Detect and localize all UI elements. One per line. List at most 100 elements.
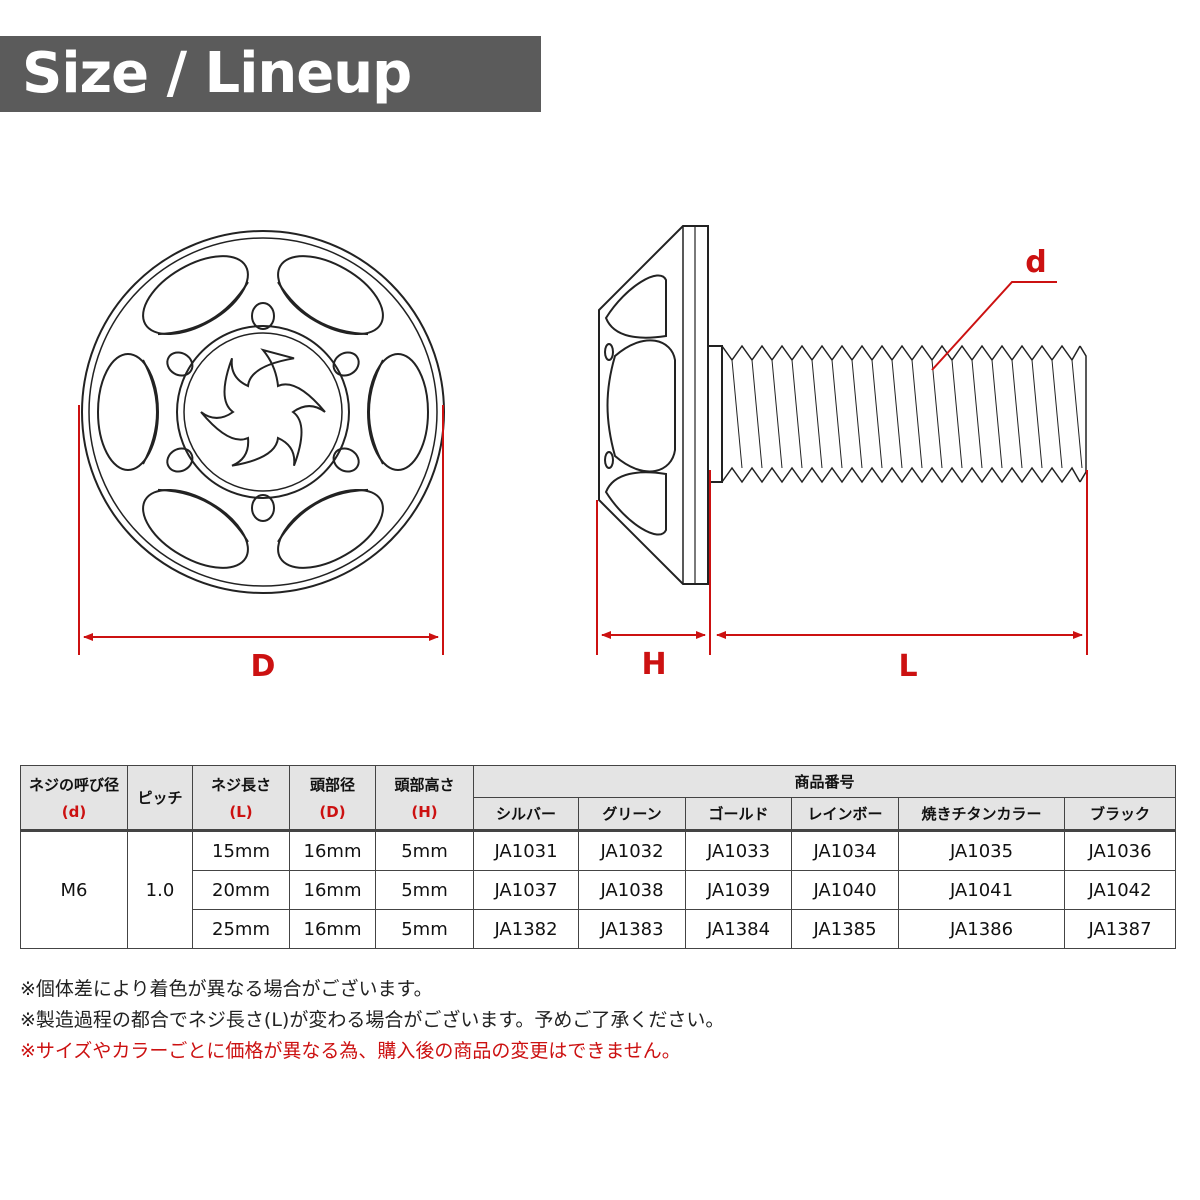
head-profile (598, 225, 709, 585)
dim-label-D: D (251, 649, 276, 684)
title-bar: Size / Lineup (0, 36, 541, 112)
thread-line (851, 359, 863, 469)
notes: ※個体差により着色が異なる場合がございます。 ※製造過程の都合でネジ長さ(L)が… (20, 974, 724, 1067)
dimension-D (78, 405, 444, 655)
header-length-name: ネジ長さ (210, 776, 271, 794)
thread-profile (721, 344, 1087, 484)
code-cell: JA1034 (791, 829, 899, 871)
color-header: シルバー (473, 797, 579, 831)
small-hole (332, 351, 360, 377)
header-pitch: ピッチ (127, 765, 193, 831)
code-cell: JA1040 (791, 870, 899, 910)
code-cell: JA1037 (473, 870, 579, 910)
bolt-head-top-view (81, 230, 445, 594)
color-header: グリーン (578, 797, 686, 831)
shank-neck (708, 345, 723, 483)
color-header: 焼きチタンカラー (898, 797, 1065, 831)
thread-line (891, 359, 903, 469)
dim-label-H: H (641, 647, 666, 682)
thread-bottom-edge (721, 466, 1081, 484)
length-cell: 15mm (192, 829, 290, 871)
petal-cutout (367, 353, 429, 471)
header-head-height-symbol: (H) (411, 803, 438, 821)
head-outer-circle (81, 230, 445, 594)
thread-line (931, 359, 943, 469)
thread-cell: M6 (20, 829, 128, 949)
thread-line (871, 359, 883, 469)
head-side-cutout (604, 274, 667, 339)
header-head-height: 頭部高さ (H) (375, 765, 474, 831)
head-dia-cell: 16mm (289, 870, 376, 910)
header-head-dia-name: 頭部径 (309, 776, 355, 794)
head-height-cell: 5mm (375, 909, 474, 949)
color-header: ブラック (1063, 797, 1177, 831)
code-cell: JA1385 (791, 909, 899, 949)
table-row: M6 1.0 15mm 16mm 5mm JA1031 JA1032 JA103… (20, 829, 1177, 949)
dim-label-d: d (1025, 245, 1046, 280)
code-cell: JA1035 (898, 829, 1065, 871)
thread-line (951, 359, 963, 469)
header-product-no: 商品番号 (472, 765, 1177, 798)
bolt-side-view (598, 225, 1087, 585)
petal-cutout (97, 353, 159, 471)
head-height-cell: 5mm (375, 829, 474, 871)
thread-line (1031, 359, 1043, 469)
length-cell: 25mm (192, 909, 290, 949)
dimension-d (931, 281, 1057, 371)
thread-tip (1079, 345, 1087, 483)
header-length: ネジ長さ (L) (192, 765, 290, 831)
small-hole (251, 494, 275, 522)
head-side-cutout (606, 339, 676, 473)
code-cell: JA1384 (685, 909, 792, 949)
petal-cutout (142, 255, 249, 336)
code-cell: JA1033 (685, 829, 792, 871)
code-cell: JA1382 (473, 909, 579, 949)
small-holes (166, 302, 360, 522)
thread-line (771, 359, 783, 469)
header-head-height-name: 頭部高さ (394, 776, 455, 794)
head-dia-cell: 16mm (289, 829, 376, 871)
head-height-cell: 5mm (375, 870, 474, 910)
head-side-hole (604, 343, 614, 361)
color-header: ゴールド (685, 797, 792, 831)
code-cell: JA1042 (1063, 870, 1177, 910)
length-cell: 20mm (192, 870, 290, 910)
code-cell: JA1038 (578, 870, 686, 910)
table-row: 20mm 16mm 5mm JA1037 JA1038 JA1039 JA104… (21, 870, 1177, 910)
dim-label-L: L (898, 649, 917, 684)
header-length-symbol: (L) (229, 803, 253, 821)
thread-line (831, 359, 843, 469)
head-side-cutout (604, 471, 667, 536)
center-ring-inner (183, 332, 343, 492)
thread-line (1051, 359, 1063, 469)
page-title: Size / Lineup (22, 41, 412, 106)
thread-line (971, 359, 983, 469)
head-inner-rim (88, 237, 438, 587)
head-dia-cell: 16mm (289, 909, 376, 949)
torx-socket-icon (200, 348, 326, 467)
thread-line (1071, 359, 1083, 469)
petal-cutout (277, 255, 384, 336)
code-cell: JA1032 (578, 829, 686, 871)
header-thread-symbol: (d) (61, 803, 87, 821)
thread-line (751, 359, 763, 469)
center-ring-outer (176, 325, 350, 499)
header-thread-name: ネジの呼び径 (28, 776, 119, 794)
code-cell: JA1041 (898, 870, 1065, 910)
petal-cutout (142, 488, 249, 569)
note-item: ※製造過程の都合でネジ長さ(L)が変わる場合がございます。予めご了承ください。 (20, 1009, 725, 1031)
code-cell: JA1386 (898, 909, 1065, 949)
header-pitch-name: ピッチ (137, 789, 183, 807)
code-cell: JA1031 (473, 829, 579, 871)
note-item: ※個体差により着色が異なる場合がございます。 (20, 978, 433, 1000)
small-hole (166, 447, 194, 473)
small-hole (251, 302, 275, 330)
code-cell: JA1039 (685, 870, 792, 910)
header-head-dia: 頭部径 (D) (289, 765, 376, 831)
pitch-cell: 1.0 (127, 829, 193, 949)
bolt-diagram: D d H L (78, 225, 1088, 684)
dimension-L (716, 470, 1088, 655)
small-hole (332, 447, 360, 473)
header-head-dia-symbol: (D) (319, 803, 346, 821)
thread-line (1011, 359, 1023, 469)
